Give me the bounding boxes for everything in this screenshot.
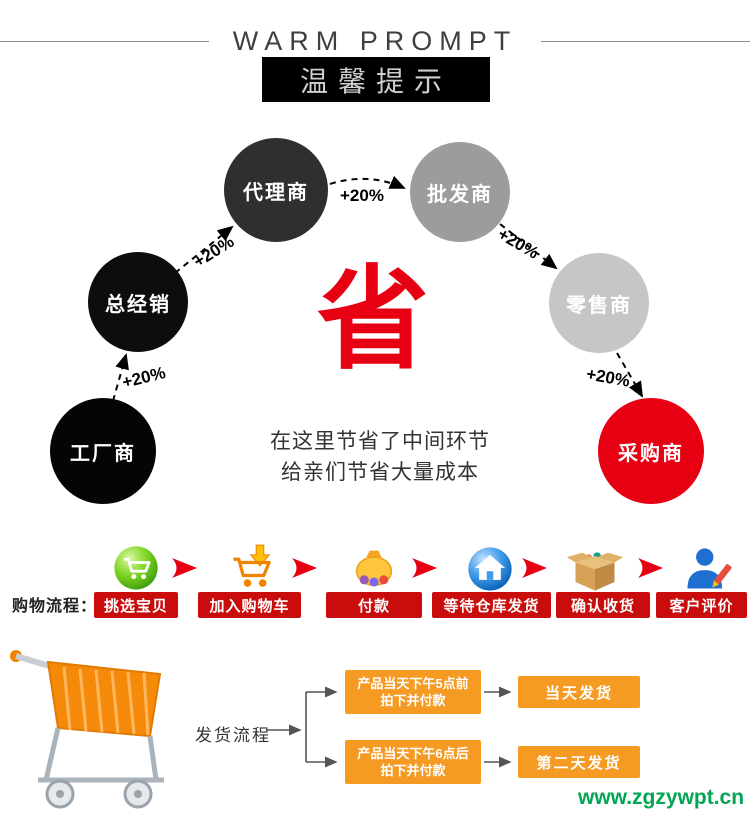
customer-review-icon xyxy=(682,543,734,595)
flow-arrow-icon xyxy=(172,557,198,579)
flow-arrow-icon xyxy=(292,557,318,579)
increment-label: +20% xyxy=(584,364,632,391)
node-retailer: 零售商 xyxy=(549,253,649,353)
website-url: www.zgzywpt.cn xyxy=(578,786,745,809)
header: WARM PROMPT xyxy=(0,26,750,57)
add-to-cart-icon xyxy=(228,543,280,595)
condition-line-1: 产品当天下午5点前 xyxy=(357,676,469,691)
shipping-condition-before-5pm: 产品当天下午5点前 拍下并付款 xyxy=(345,670,481,714)
header-rule-left xyxy=(0,41,209,42)
supply-chain-diagram: 工厂商 总经销 代理商 批发商 零售商 采购商 +20% +20% +20% +… xyxy=(0,110,750,542)
node-factory: 工厂商 xyxy=(50,398,156,504)
condition-line-2: 拍下并付款 xyxy=(380,763,446,778)
save-character: 省 xyxy=(317,254,429,385)
increment-label: +20% xyxy=(494,224,543,263)
step-label-wait-shipment: 等待仓库发货 xyxy=(432,592,551,618)
node-purchaser-label: 采购商 xyxy=(618,442,684,465)
condition-line-1: 产品当天下午6点后 xyxy=(357,746,469,761)
node-wholesaler-label: 批发商 xyxy=(427,183,493,206)
node-agent-label: 代理商 xyxy=(243,181,309,204)
shopping-flow-label: 购物流程： xyxy=(12,598,98,615)
header-rule-right xyxy=(541,41,750,42)
flow-arrow-icon xyxy=(638,557,664,579)
node-wholesaler: 批发商 xyxy=(410,142,510,242)
node-retailer-label: 零售商 xyxy=(566,294,632,317)
step-label-add-to-cart: 加入购物车 xyxy=(198,592,301,618)
step-label-confirm-receipt: 确认收货 xyxy=(556,592,650,618)
shipping-result-same-day: 当天发货 xyxy=(518,676,640,708)
increment-label: +20% xyxy=(120,362,168,393)
caption-line-1: 在这里节省了中间环节 xyxy=(270,430,490,453)
step-label-select-item: 挑选宝贝 xyxy=(94,592,178,618)
banner-title-zh: 温馨提示 xyxy=(299,65,452,97)
node-general-distributor: 总经销 xyxy=(88,252,188,352)
caption-line-2: 给亲们节省大量成本 xyxy=(281,461,479,484)
payment-icon xyxy=(348,543,400,595)
header-title-en: WARM PROMPT xyxy=(232,26,518,56)
flow-arrow-icon xyxy=(412,557,438,579)
green-cart-icon xyxy=(110,543,162,595)
step-label-customer-review: 客户评价 xyxy=(656,592,747,618)
condition-line-2: 拍下并付款 xyxy=(380,693,446,708)
node-general-distributor-label: 总经销 xyxy=(105,293,171,316)
node-purchaser: 采购商 xyxy=(598,398,704,504)
warehouse-icon xyxy=(464,543,516,595)
increment-label: +20% xyxy=(190,231,238,272)
node-factory-label: 工厂商 xyxy=(70,442,136,465)
step-label-payment: 付款 xyxy=(326,592,422,618)
shopping-cart-illustration xyxy=(2,633,187,815)
flow-arrow-icon xyxy=(522,557,548,579)
shipping-condition-after-6pm: 产品当天下午6点后 拍下并付款 xyxy=(345,740,481,784)
increment-label: +20% xyxy=(340,186,384,205)
shipping-flow-label: 发货流程 xyxy=(195,726,271,745)
warm-tips-banner: 温馨提示 xyxy=(262,57,490,102)
diagram-caption: 在这里节省了中间环节 给亲们节省大量成本 xyxy=(240,426,520,488)
node-agent: 代理商 xyxy=(224,138,328,242)
package-icon xyxy=(564,543,626,595)
shipping-result-next-day: 第二天发货 xyxy=(518,746,640,778)
